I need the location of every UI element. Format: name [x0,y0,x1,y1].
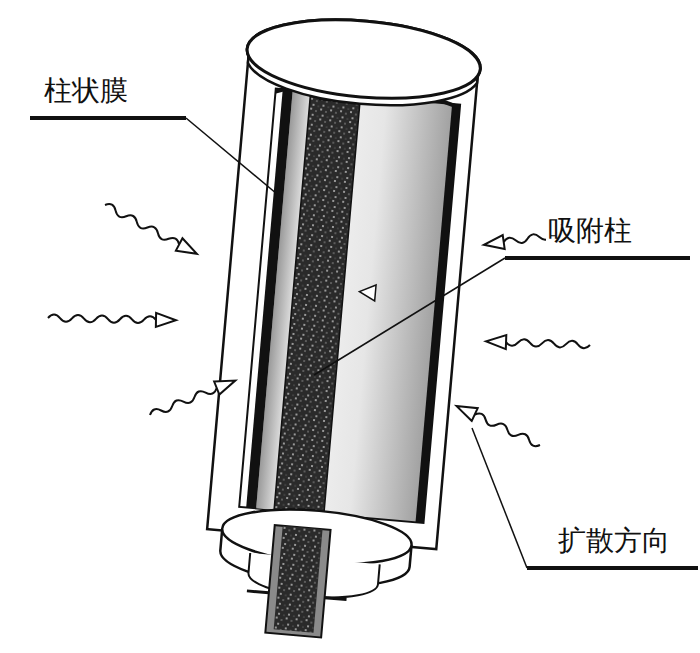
leader-lines [30,118,698,568]
part-label: 柱状膜 [42,74,130,108]
diffusion-arrows [48,199,590,452]
part-label: 吸附柱 [546,214,634,248]
sampler-body [197,11,484,647]
part-label: 扩散方向 [556,524,672,558]
